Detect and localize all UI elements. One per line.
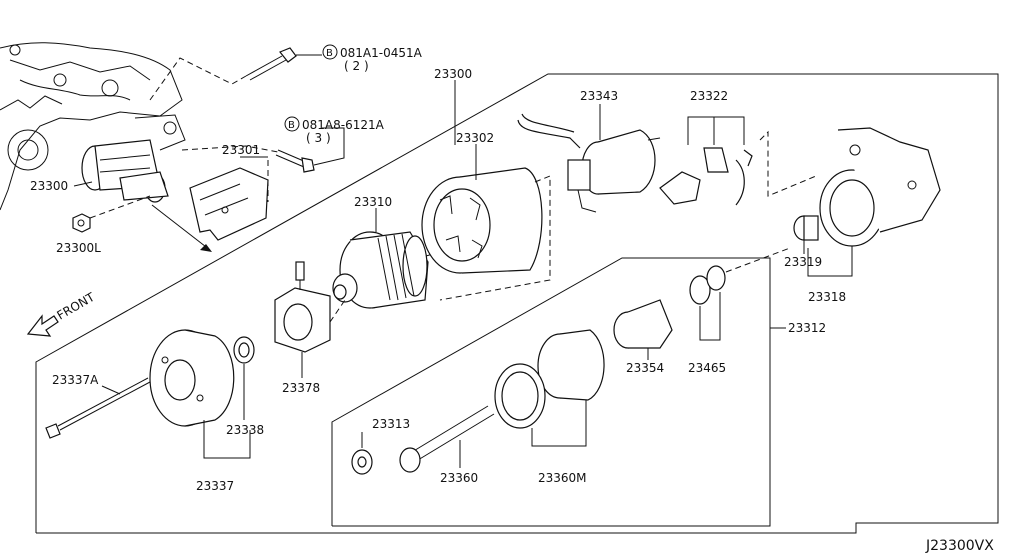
label-23378: 23378 (282, 381, 320, 395)
bolt-b-code: 081A8-6121A (302, 118, 385, 132)
bolt-b-qty: ( 3 ) (306, 131, 331, 145)
bolt-081A8-6121A-icon (275, 149, 315, 173)
assembly-boundary-outline (35, 73, 999, 534)
clutch-23354-illustration (613, 299, 673, 349)
label-23354: 23354 (626, 361, 664, 375)
bushing-23319-illustration (793, 215, 819, 241)
leader-bolt-top (149, 57, 247, 101)
leader-23465-box (725, 247, 791, 273)
bracket-23301-illustration (189, 167, 269, 241)
nut-23300L-icon (72, 195, 151, 233)
label-23337A: 23337A (52, 373, 99, 387)
yoke-23302-illustration (421, 167, 543, 274)
engine-block-illustration (0, 42, 183, 211)
label-23302: 23302 (456, 131, 494, 145)
label-23338: 23338 (226, 423, 264, 437)
solenoid-23343-illustration (517, 113, 661, 213)
leader-23465 (699, 292, 721, 341)
installed-starter-illustration (81, 114, 186, 203)
label-23337: 23337 (196, 479, 234, 493)
lever-set-23322-illustration (659, 147, 753, 206)
leader-23337 (203, 420, 251, 459)
label-23300-left: 23300 (30, 179, 68, 193)
leader-23322 (687, 116, 745, 145)
bolt-081A1-0451A-icon (245, 47, 297, 81)
ring-set-23465-illustration (689, 265, 726, 305)
label-23300L: 23300L (56, 241, 101, 255)
label-23465: 23465 (688, 361, 726, 375)
bolt-a-code: 081A1-0451A (340, 46, 423, 60)
label-23300-top: 23300 (434, 67, 472, 81)
through-bolt-23337A-icon (45, 377, 151, 439)
label-23310: 23310 (354, 195, 392, 209)
label-23319: 23319 (784, 255, 822, 269)
label-23360: 23360 (440, 471, 478, 485)
bolt-a-symbol: B (326, 48, 333, 59)
rear-cover-23337-illustration (149, 329, 235, 427)
bolt-a-qty: ( 2 ) (344, 59, 369, 73)
label-23322: 23322 (690, 89, 728, 103)
leader-bolt-b-dashed (181, 145, 279, 153)
front-direction-arrow-icon (26, 314, 59, 337)
bolt-b-symbol: B (288, 120, 295, 131)
leader-23360M (531, 400, 587, 447)
label-23301: 23301 (222, 143, 260, 157)
label-23343: 23343 (580, 89, 618, 103)
pinion-23313-illustration (351, 449, 373, 475)
leader-23322-box (759, 130, 817, 197)
install-direction-arrow (151, 204, 212, 252)
label-23313: 23313 (372, 417, 410, 431)
label-23318: 23318 (808, 290, 846, 304)
diagram-id: J23300VX (925, 538, 994, 554)
bearing-23338-illustration (233, 336, 255, 364)
label-23360M: 23360M (538, 471, 587, 485)
bolt-b-callout: B 081A8-6121A ( 3 ) (284, 116, 385, 145)
front-label: FRONT (55, 290, 98, 323)
leader-23300-left (73, 181, 93, 187)
front-housing-23318-illustration (819, 127, 941, 247)
subassembly-boundary-outline (331, 257, 771, 527)
leader-23318 (807, 246, 853, 277)
armature-23310-illustration (332, 231, 441, 309)
internal-gear-23360M-illustration (494, 329, 605, 429)
leader-bolt-b-label (313, 127, 345, 166)
leader-23337A (101, 385, 121, 395)
shaft-23360-illustration (399, 405, 495, 473)
leader-23378 (329, 299, 346, 323)
bolt-a-callout: B 081A1-0451A ( 2 ) (322, 44, 423, 73)
brush-holder-23378-illustration (274, 261, 331, 353)
label-23312: 23312 (788, 321, 826, 335)
